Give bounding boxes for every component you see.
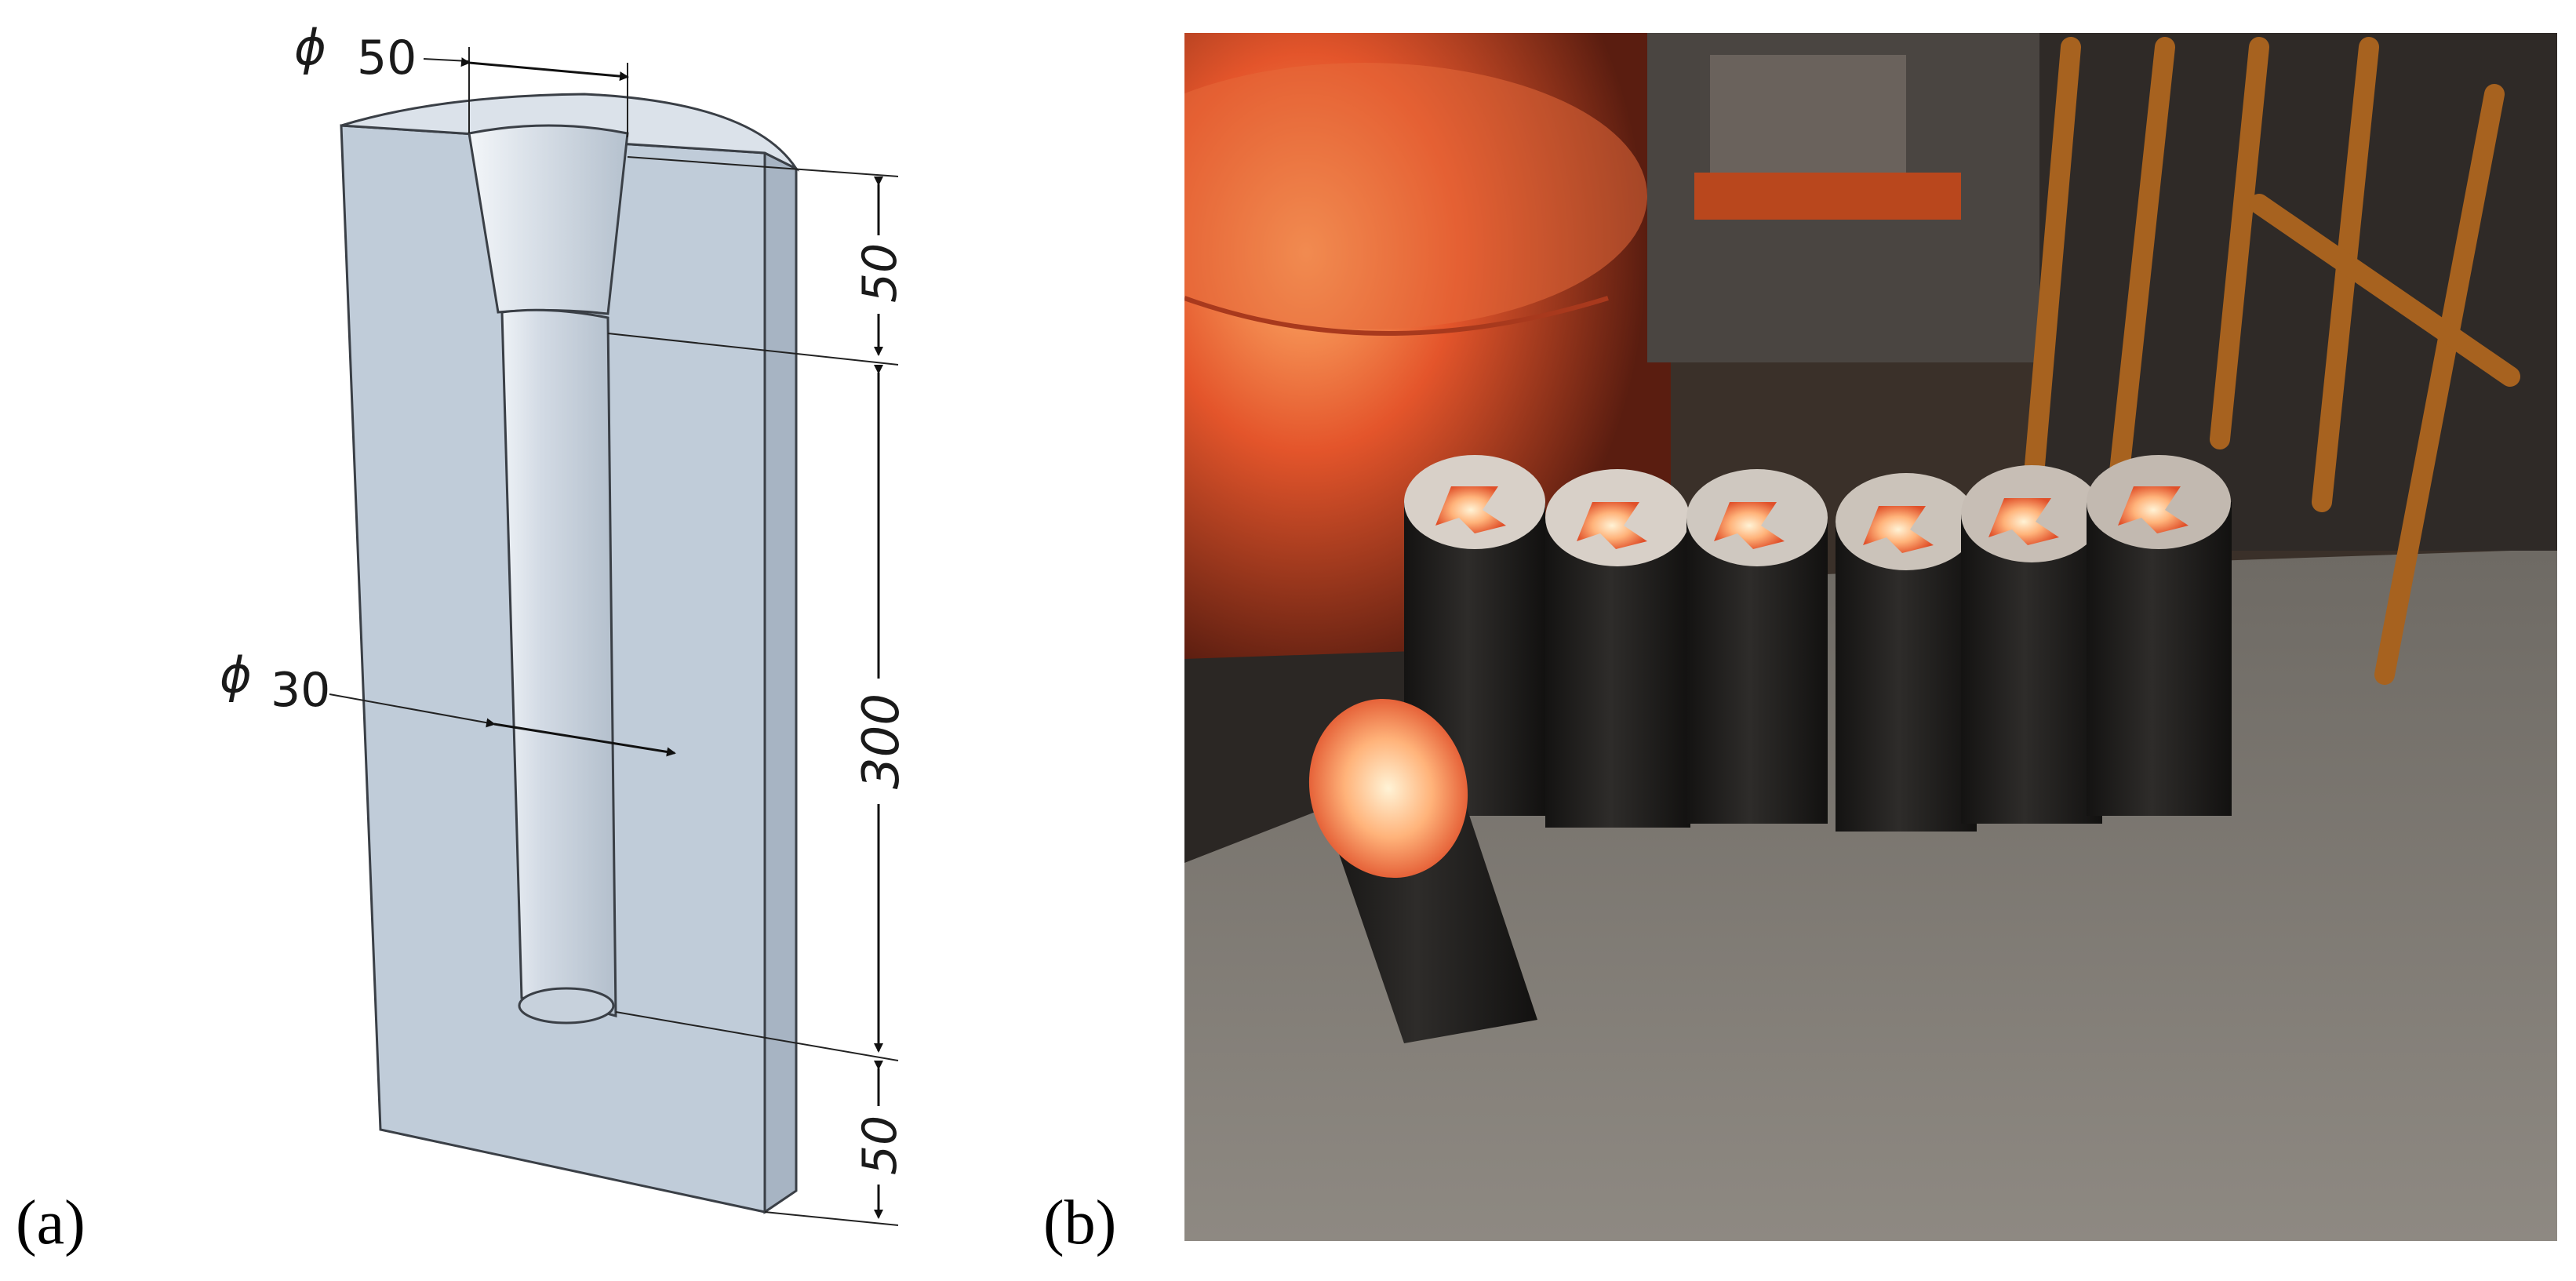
dim-mid-diameter-value: 30 — [271, 663, 330, 718]
panel-a-mold-diagram: ϕ 50 ϕ 30 50 300 50 (a) — [16, 19, 911, 1257]
pouring-cup — [468, 124, 629, 315]
railing — [2021, 37, 2520, 685]
dim-mid-diameter-symbol: ϕ — [220, 646, 252, 704]
dim-body-height: 300 — [853, 693, 911, 789]
dim-top-diameter-symbol: ϕ — [294, 19, 326, 76]
billet-row — [1404, 455, 2232, 832]
panel-b-label: (b) — [1043, 1188, 1116, 1257]
mold-side-face — [763, 151, 798, 1214]
panel-b-photo: (b) — [1043, 33, 2557, 1257]
hot-billet — [1308, 698, 1537, 1043]
dim-top-height: 50 — [853, 243, 908, 303]
dim-bottom-height: 50 — [853, 1115, 908, 1175]
panel-a-label: (a) — [16, 1188, 86, 1257]
bore-bottom — [518, 987, 615, 1024]
dim-top-diameter-value: 50 — [357, 31, 417, 86]
mold-bore — [500, 308, 617, 1017]
